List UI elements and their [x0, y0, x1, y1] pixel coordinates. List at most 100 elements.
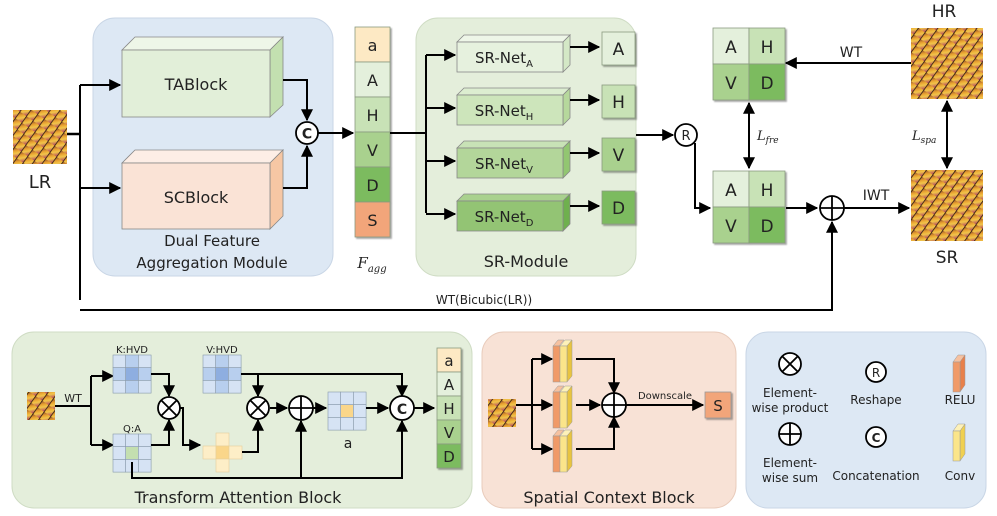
- conv-relu-stack: [552, 339, 573, 383]
- legend-reshape: R Reshape: [850, 361, 902, 407]
- reshape-operator: R: [674, 123, 698, 147]
- svg-text:A: A: [725, 38, 737, 58]
- fagg-cell: H: [354, 96, 391, 133]
- tab-input-image: [27, 392, 55, 420]
- scb-input-image: [488, 399, 516, 427]
- v-label: V:HVD: [206, 345, 238, 356]
- legend-conv: Conv: [945, 423, 975, 483]
- product-operator: [246, 396, 270, 420]
- svg-text:C: C: [397, 402, 407, 418]
- sum-operator: [819, 195, 845, 221]
- grid-cell: [748, 27, 786, 65]
- svg-text:C: C: [872, 431, 881, 445]
- lfre-label: Lfre: [756, 129, 779, 146]
- dfam-title-line2: Aggregation Module: [136, 254, 287, 272]
- legend-panel: [745, 331, 987, 509]
- scblock-label: SCBlock: [164, 188, 229, 207]
- attention-map: [202, 432, 243, 473]
- svg-text:D: D: [366, 176, 378, 195]
- svg-text:a: a: [368, 36, 378, 55]
- svg-text:S: S: [713, 397, 723, 415]
- sr-module-title: SR-Module: [484, 252, 569, 271]
- svg-text:SR-NetA: SR-NetA: [475, 49, 533, 70]
- svg-text:S: S: [367, 211, 377, 230]
- svg-text:SR-NetH: SR-NetH: [475, 102, 534, 123]
- svg-text:R: R: [872, 366, 880, 380]
- svg-text:V: V: [444, 424, 455, 442]
- sum-operator: [601, 392, 627, 418]
- svg-text:H: H: [443, 400, 454, 418]
- svg-text:A: A: [613, 40, 625, 60]
- grid-cell: [712, 27, 750, 65]
- svg-text:D: D: [760, 217, 773, 237]
- scb-conv-stacks: [552, 339, 573, 473]
- svg-text:A: A: [444, 376, 455, 394]
- legend-sum: Element- wise sum: [762, 422, 818, 485]
- sr-output-v: V: [601, 137, 636, 172]
- concat-operator: C: [295, 121, 319, 145]
- hr-label: HR: [932, 2, 957, 22]
- scb-title: Spatial Context Block: [523, 488, 695, 507]
- q-a-grid: [112, 433, 152, 473]
- tab-output-cell: A: [436, 371, 462, 397]
- tab-output-cell: H: [436, 395, 462, 421]
- lspa-label: Lspa: [911, 129, 936, 146]
- svg-text:RELU: RELU: [945, 393, 976, 407]
- svg-text:Element-: Element-: [763, 386, 817, 400]
- svg-text:Concatenation: Concatenation: [832, 469, 919, 483]
- wt-label: WT: [840, 45, 863, 61]
- svg-text:V: V: [725, 74, 737, 94]
- lr-image: [13, 110, 67, 164]
- svg-text:Element-: Element-: [763, 456, 817, 470]
- k-label: K:HVD: [116, 345, 148, 356]
- svg-text:C: C: [302, 127, 312, 143]
- fagg-cell: D: [354, 166, 391, 203]
- svg-text:D: D: [443, 448, 455, 466]
- svg-text:R: R: [681, 129, 690, 144]
- tab-title: Transform Attention Block: [134, 488, 343, 507]
- sr-net-a: SR-NetA A: [426, 31, 636, 73]
- dfam-title-line1: Dual Feature: [164, 232, 260, 250]
- svg-text:SR-NetV: SR-NetV: [475, 155, 533, 176]
- a-label: a: [344, 436, 353, 452]
- svg-text:Conv: Conv: [945, 469, 975, 483]
- legend-product: Element- wise product: [752, 352, 829, 415]
- svg-text:A: A: [367, 71, 378, 90]
- svg-text:a: a: [444, 352, 453, 370]
- svg-text:V: V: [725, 217, 737, 237]
- tab-output-cell: D: [436, 443, 462, 469]
- concat-operator: C: [389, 395, 415, 421]
- skip-label: WT(Bicubic(LR)): [436, 293, 532, 307]
- sr-net-v: SR-NetV V: [426, 137, 636, 179]
- tab-wt-label: WT: [64, 392, 82, 405]
- sr-output-d: D: [601, 190, 636, 225]
- tablock: TABlock: [121, 36, 284, 118]
- sr-output-a: A: [601, 31, 636, 66]
- svg-text:wise product: wise product: [752, 401, 829, 415]
- hr-image: [911, 28, 983, 99]
- svg-text:D: D: [612, 199, 625, 219]
- fagg-cell: a: [354, 26, 391, 63]
- tab-output-cell: a: [436, 347, 462, 373]
- lr-label: LR: [29, 172, 52, 193]
- svg-text:Reshape: Reshape: [850, 393, 901, 407]
- legend-relu: RELU: [945, 354, 976, 407]
- svg-text:wise sum: wise sum: [762, 471, 818, 485]
- conv-relu-stack: [552, 385, 573, 429]
- grid-cell: [748, 206, 786, 244]
- tab-output-cell: V: [436, 419, 462, 445]
- svg-text:V: V: [367, 141, 378, 160]
- tablock-label: TABlock: [164, 75, 228, 94]
- grid-cell: [748, 170, 786, 208]
- sr-image: [911, 170, 983, 241]
- scblock: SCBlock: [121, 149, 284, 230]
- svg-text:H: H: [366, 106, 378, 125]
- iwt-label: IWT: [863, 188, 890, 204]
- product-operator: [157, 396, 181, 420]
- fagg-cell: V: [354, 131, 391, 168]
